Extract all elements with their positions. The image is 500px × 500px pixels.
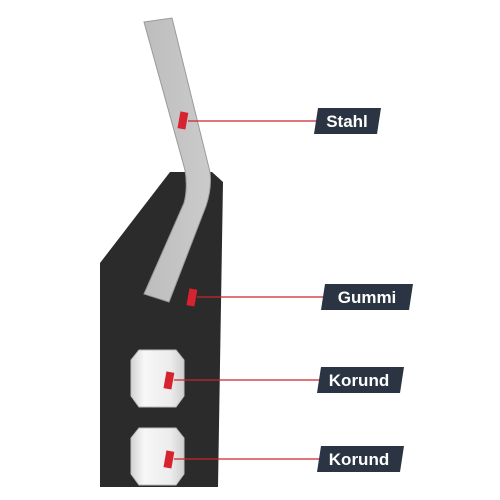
label-steel: Stahl [326,112,368,131]
label-corundum-lower: Korund [329,450,389,469]
callout-corundum-lower: Korund [163,446,404,472]
rubber-body [100,172,223,487]
marker-corundum-upper-icon [163,371,175,390]
label-rubber: Gummi [338,288,397,307]
corundum-insert-lower [130,427,185,486]
corundum-insert-upper [130,349,185,408]
marker-corundum-lower-icon [163,450,175,469]
marker-rubber-icon [186,288,198,307]
callout-rubber: Gummi [186,284,413,310]
label-corundum-upper: Korund [329,371,389,390]
callout-steel: Stahl [177,108,381,134]
label-tag-steel [314,108,381,134]
label-tag-corundum-lower [317,446,404,472]
steel-blade [143,17,211,303]
label-tag-corundum-upper [317,367,404,393]
callout-corundum-upper: Korund [163,367,404,393]
label-tag-rubber [321,284,413,310]
marker-steel-icon [177,111,189,130]
